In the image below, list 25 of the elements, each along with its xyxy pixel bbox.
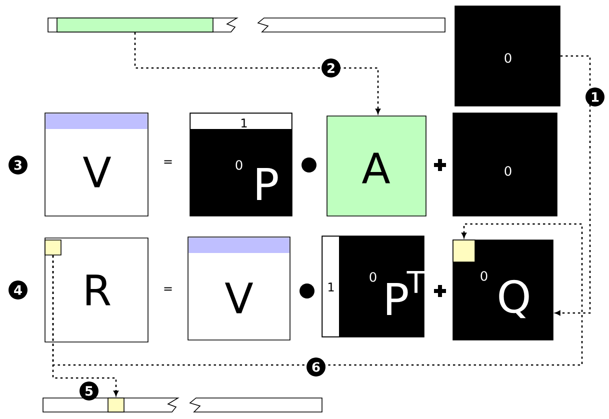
bar <box>257 18 446 32</box>
matrix-box: V <box>44 112 148 216</box>
step-badge: 3 <box>8 156 28 174</box>
matrix-box: 1 0 P <box>190 112 292 216</box>
step-badge: 2 <box>322 58 340 78</box>
matrix-box: R <box>44 238 148 342</box>
step-badge: 1 <box>586 88 604 106</box>
matrix-box: 0 <box>454 6 560 106</box>
equals-sign: = <box>164 287 172 291</box>
step-badge: 5 <box>80 382 98 400</box>
bar <box>189 398 322 412</box>
corner-square <box>44 240 62 256</box>
step-badge: 6 <box>306 358 326 376</box>
equals-sign: = <box>164 160 172 164</box>
arrow <box>134 32 380 114</box>
bar-segment <box>108 398 124 412</box>
corner-square <box>452 240 476 262</box>
arrow <box>52 223 583 366</box>
matrix-box: 0 Q <box>452 240 554 340</box>
step-badge: 4 <box>8 280 28 300</box>
matrix-box: A <box>326 116 426 216</box>
bar-segment <box>56 18 214 32</box>
matrix-box: 0 <box>452 112 558 216</box>
matrix-box: V <box>188 236 290 340</box>
arrow <box>555 55 591 316</box>
